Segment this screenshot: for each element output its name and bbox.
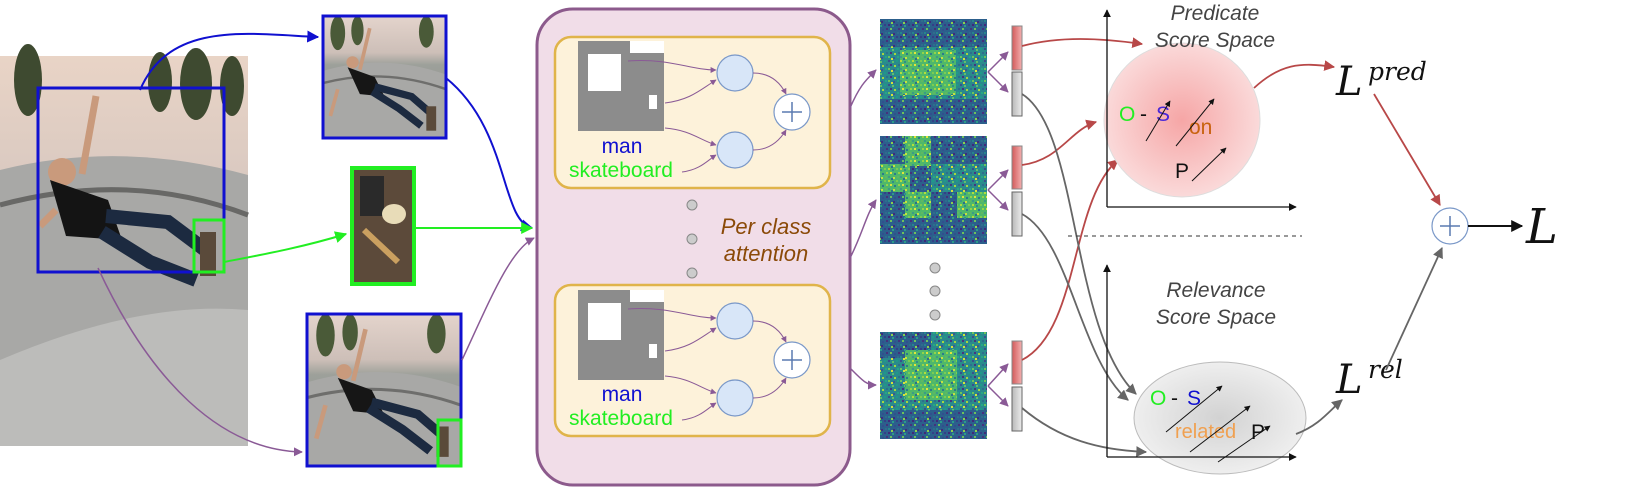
union-crop: [307, 314, 461, 466]
ellipsis-dots-icon: [686, 199, 698, 279]
relevance-score-space: Relevance Score Space O - S related P: [1103, 264, 1307, 475]
arrow-union-to-attention: [461, 237, 535, 361]
attention-module-bottom: man skateboard: [553, 283, 832, 438]
ellipsis-dots-icon: [929, 262, 941, 321]
object-symbol: O: [1119, 103, 1135, 126]
attention-heatmap: [880, 332, 987, 439]
plus-circle-icon: [1431, 207, 1469, 245]
dash-symbol: -: [1140, 103, 1147, 126]
loss-pred-letter: L: [1335, 59, 1363, 105]
mask-icon: [578, 290, 664, 380]
predicate-on-label: on: [1189, 116, 1212, 139]
subject-crop: [323, 16, 446, 138]
subject-box: [36, 86, 226, 274]
score-bars: [1011, 25, 1023, 432]
mask-icon: [578, 41, 664, 131]
subject-symbol: S: [1156, 103, 1170, 126]
object-label: skateboard: [569, 407, 673, 430]
rel-space-title-line1: Relevance: [1166, 279, 1265, 302]
pred-space-title-line1: Predicate: [1171, 2, 1260, 25]
object-crop: [350, 166, 416, 286]
object-symbol: O: [1150, 387, 1166, 410]
subject-label: man: [602, 383, 643, 406]
attention-module-top: man skateboard: [553, 35, 832, 190]
attention-label-line2: attention: [724, 241, 808, 266]
arrow-subject-to-attention: [445, 77, 534, 232]
object-label: skateboard: [569, 159, 673, 182]
attention-heatmap: [880, 136, 987, 244]
total-loss: L: [1525, 199, 1558, 255]
input-image: [0, 44, 249, 446]
pred-space-title-line2: Score Space: [1155, 29, 1275, 52]
arrow-subject-crop: [139, 30, 320, 91]
predicate-score-space: Predicate Score Space O - S on P: [1103, 2, 1297, 211]
attention-node: [716, 54, 754, 92]
attention-node: [716, 379, 754, 417]
object-box: [192, 218, 226, 274]
predicate-p-label: P: [1251, 421, 1265, 444]
dash-symbol: -: [1171, 387, 1178, 410]
subject-label: man: [602, 135, 643, 158]
attention-node: [716, 131, 754, 169]
attention-node: [716, 302, 754, 340]
arrow-union-crop: [97, 267, 303, 457]
subject-symbol: S: [1187, 387, 1201, 410]
predicate-related-label: related: [1175, 421, 1236, 443]
loss-pred-superscript: pred: [1368, 57, 1427, 86]
predicate-p-label: P: [1175, 160, 1189, 183]
attention-label-line1: Per class: [721, 214, 811, 239]
rel-space-title-line2: Score Space: [1156, 306, 1276, 329]
arrow-object-crop: [223, 231, 348, 263]
attention-heatmap: [880, 19, 987, 124]
loss-rel-letter: L: [1335, 357, 1363, 403]
